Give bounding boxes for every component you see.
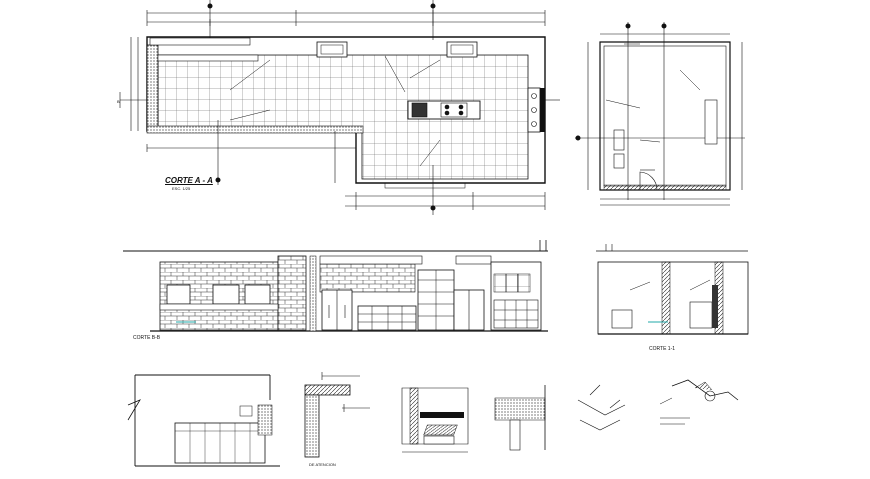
detail-title: DE ATENCION xyxy=(309,462,336,467)
sink-icon xyxy=(613,129,625,169)
section-11-title: CORTE 1-1 xyxy=(649,346,676,352)
section-bb-title: CORTE B-B xyxy=(133,335,161,341)
stove-icon xyxy=(411,102,468,118)
north-axis-icon: B xyxy=(117,92,121,108)
plan-small xyxy=(575,22,745,206)
plan-title: CORTE A - A xyxy=(165,176,213,185)
floor-plan-a xyxy=(120,0,560,215)
svg-text:B: B xyxy=(117,99,120,104)
section-11 xyxy=(596,244,749,335)
section-bb xyxy=(123,240,548,332)
plan-scale: ESC. 1/25 xyxy=(172,186,191,191)
detail-row xyxy=(127,372,739,467)
